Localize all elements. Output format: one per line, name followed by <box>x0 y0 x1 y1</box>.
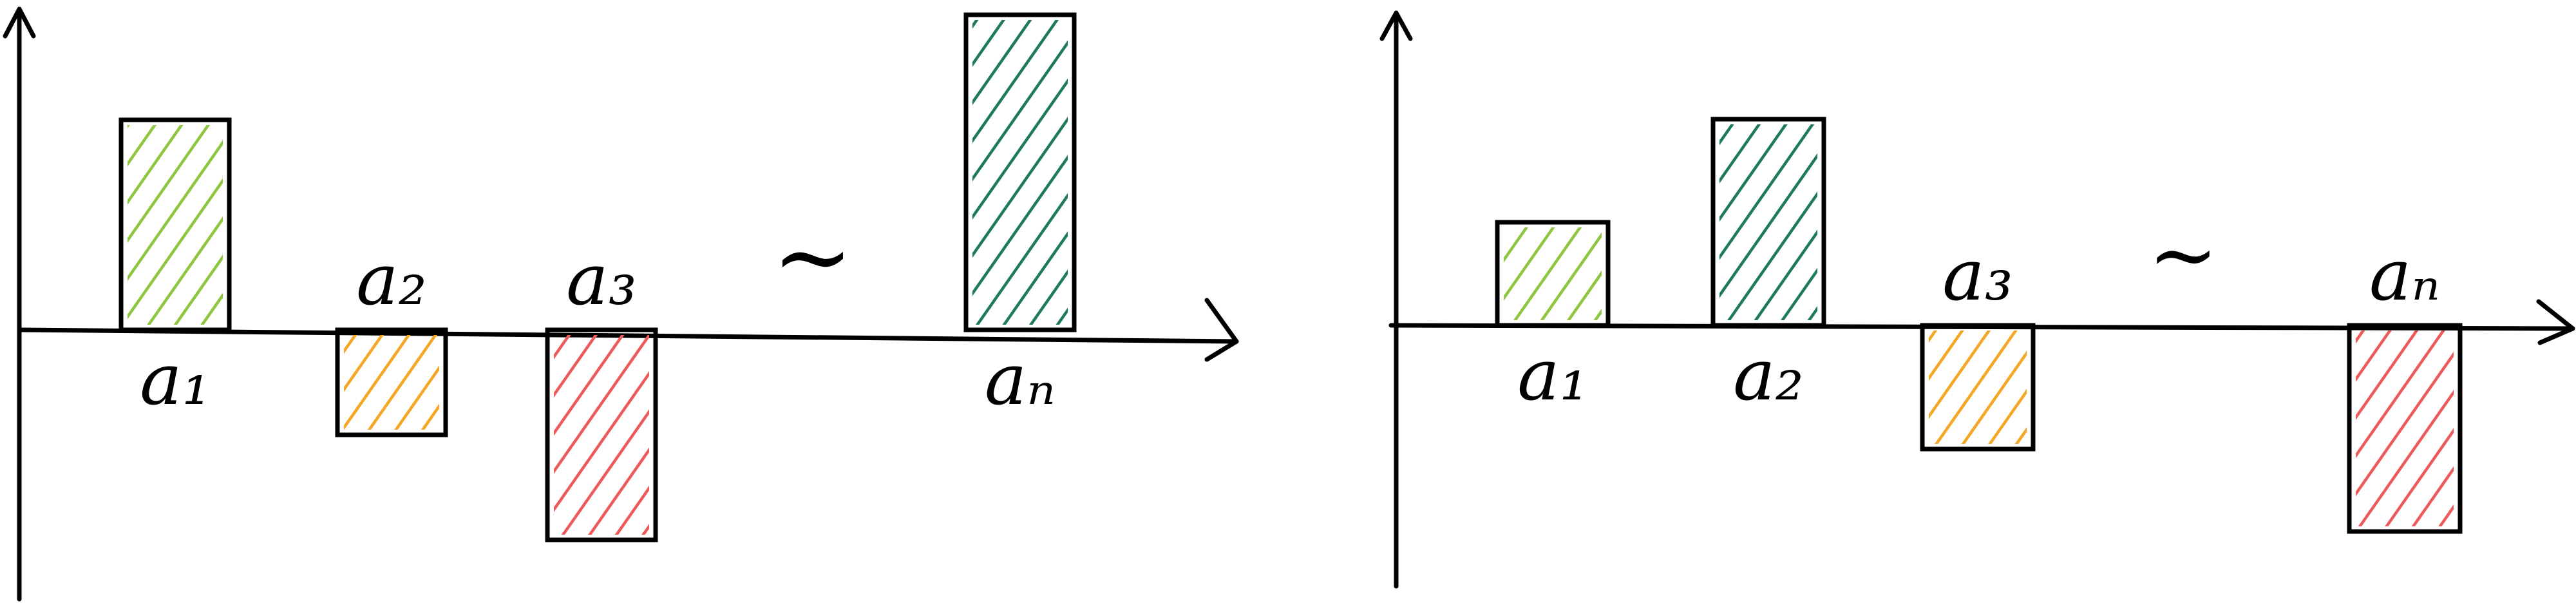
right-ellipsis: ~ <box>2148 206 2219 303</box>
right-bars-bar-3 <box>1920 323 2036 452</box>
left-bars-bar-1 <box>118 117 232 332</box>
right-bars-bar-3-label: a₃ <box>1942 234 2013 316</box>
right-bars-bar-4-hatch <box>2356 330 2454 526</box>
left-bars-bar-1-hatch <box>128 125 223 325</box>
left-x-axis-arrow <box>1204 298 1239 362</box>
left-bars-bar-2-label: a₂ <box>356 238 427 321</box>
left-y-axis-arrow <box>3 6 36 39</box>
left-diagram: a₁ a₂ a₃ aₙ ~ <box>3 6 1239 602</box>
right-bars-bar-4-label: aₙ <box>2369 234 2440 316</box>
left-bars-bar-4-hatch <box>972 20 1068 325</box>
right-bars-bar-1 <box>1495 220 1611 328</box>
left-bars-bar-3-hatch <box>554 335 649 535</box>
left-bars-bar-3 <box>545 327 658 542</box>
right-bars-bar-2-hatch <box>1719 124 1817 320</box>
left-bars-bar-2-hatch <box>344 335 439 430</box>
right-y-axis-arrow <box>1379 10 1413 41</box>
right-bars-bar-1-label: a₁ <box>1517 334 1588 416</box>
left-bars-bar-2 <box>335 327 448 437</box>
left-bars-bar-4 <box>963 12 1077 332</box>
right-bars-bar-1-hatch <box>1504 227 1602 320</box>
right-bars-bar-2-label: a₂ <box>1733 334 1804 416</box>
right-bars-bar-4 <box>2347 323 2463 534</box>
right-x-axis-arrow <box>2536 299 2575 345</box>
left-bars-bar-3-label: a₃ <box>566 238 637 321</box>
left-bars-bar-4-label: aₙ <box>985 338 1056 421</box>
right-bars-bar-2 <box>1710 117 1826 328</box>
right-diagram: a₁ a₂ a₃ aₙ ~ <box>1379 10 2575 589</box>
left-ellipsis: ~ <box>772 201 853 313</box>
right-bars-bar-3-hatch <box>1929 330 2027 444</box>
left-bars-bar-1-label: a₁ <box>140 338 211 421</box>
